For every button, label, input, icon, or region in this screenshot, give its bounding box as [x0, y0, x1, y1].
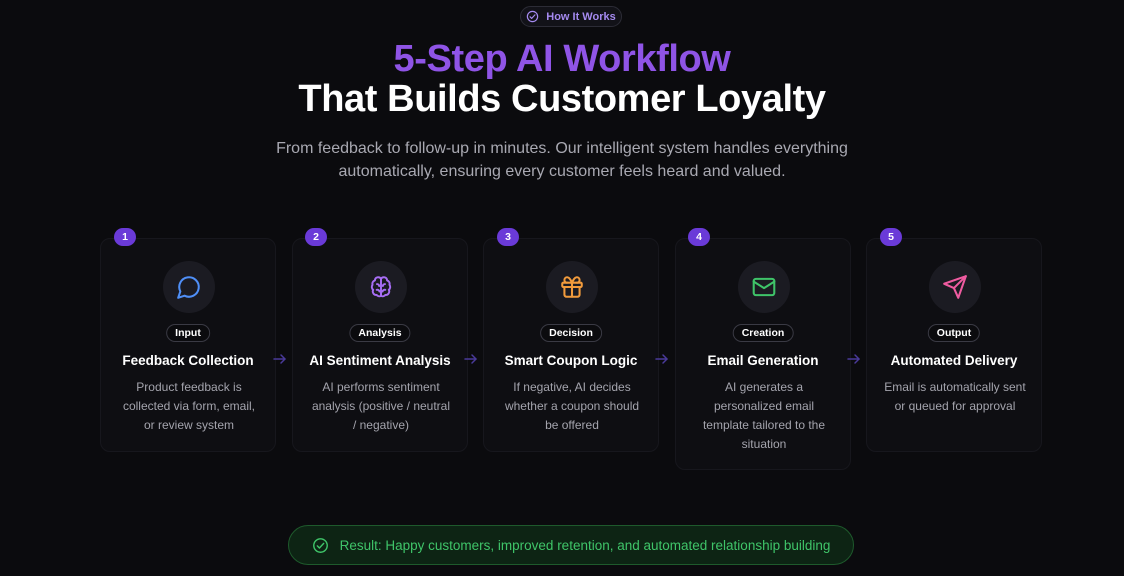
arrow-right-icon [846, 352, 862, 366]
step-tag: Creation [732, 324, 794, 342]
result-banner: Result: Happy customers, improved retent… [288, 525, 854, 565]
step-tag: Output [927, 324, 981, 342]
step-tag: Input [166, 324, 210, 342]
step-title: Email Generation [707, 353, 819, 368]
heading-line-1: 5-Step AI Workflow [393, 38, 731, 80]
step-tag: Decision [540, 324, 602, 342]
step-description: Product feedback is collected via form, … [122, 380, 256, 432]
step-number-badge: 5 [880, 228, 902, 246]
gift-icon [561, 276, 583, 298]
step-description: Email is automatically sent or queued fo… [884, 380, 1026, 413]
step-card-email-generation: Creation Email Generation AI generates a… [675, 238, 851, 470]
heading-line-2: That Builds Customer Loyalty [298, 78, 826, 120]
step-icon-wrapper [929, 261, 981, 313]
check-circle-icon [527, 10, 539, 23]
send-icon [943, 275, 967, 299]
step-description: AI performs sentiment analysis (positive… [311, 380, 451, 432]
step-card-automated-delivery: Output Automated Delivery Email is autom… [866, 238, 1042, 452]
brain-icon [370, 276, 392, 298]
step-card-smart-coupon-logic: Decision Smart Coupon Logic If negative,… [483, 238, 659, 452]
step-icon-wrapper [738, 261, 790, 313]
step-icon-wrapper [546, 261, 598, 313]
step-description: AI generates a personalized email templa… [702, 380, 826, 451]
mail-icon [752, 277, 776, 297]
step-number-badge: 1 [114, 228, 136, 246]
check-circle-icon [312, 537, 328, 553]
step-icon-wrapper [355, 261, 407, 313]
step-icon-wrapper [163, 261, 215, 313]
step-title: Automated Delivery [890, 353, 1018, 368]
arrow-right-icon [654, 352, 670, 366]
arrow-right-icon [463, 352, 479, 366]
step-title: Feedback Collection [122, 353, 254, 368]
message-circle-icon [177, 276, 200, 299]
step-title: AI Sentiment Analysis [309, 353, 451, 368]
badge-label: How It Works [546, 10, 616, 23]
step-number-badge: 2 [305, 228, 327, 246]
step-tag: Analysis [349, 324, 411, 342]
step-number-badge: 3 [497, 228, 519, 246]
step-description: If negative, AI decides whether a coupon… [504, 380, 640, 432]
step-title: Smart Coupon Logic [504, 353, 638, 368]
arrow-right-icon [272, 352, 288, 366]
subtitle: From feedback to follow-up in minutes. O… [276, 140, 848, 180]
step-card-ai-sentiment-analysis: Analysis AI Sentiment Analysis AI perfor… [292, 238, 468, 452]
step-card-feedback-collection: Input Feedback Collection Product feedba… [100, 238, 276, 452]
how-it-works-badge: How It Works [520, 6, 622, 27]
result-text: Result: Happy customers, improved retent… [339, 537, 831, 553]
step-number-badge: 4 [688, 228, 710, 246]
